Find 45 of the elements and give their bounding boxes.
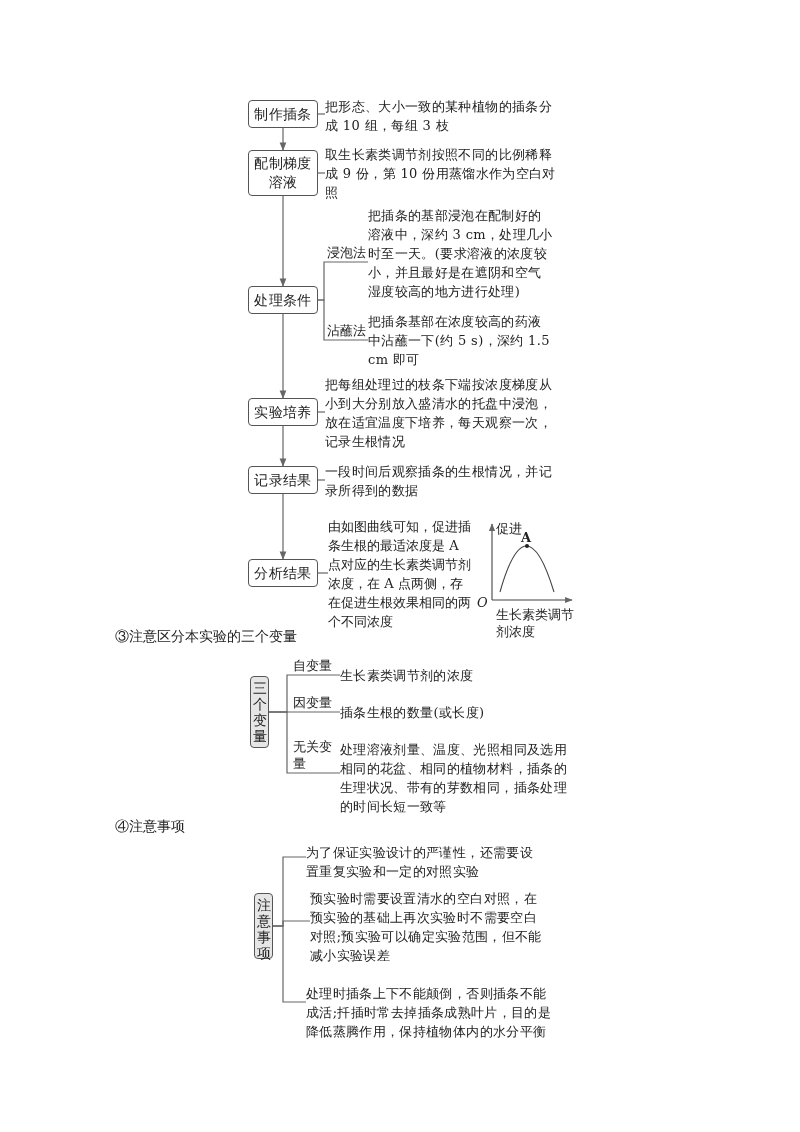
topic-box: 三个变量: [250, 676, 269, 748]
section-heading: ④注意事项: [115, 818, 185, 835]
origin-label: O: [477, 594, 488, 611]
step-description: 取生长素类调节剂按照不同的比例稀释成 9 份，第 10 份用蒸馏水作为空白对照: [325, 145, 557, 202]
step-description: 处理时插条上下不能颠倒，否则插条不能成活;扦插时常去掉插条成熟叶片，目的是降低蒸腾作用，保持植物体内的水分平衡: [306, 984, 558, 1041]
connector-line: [317, 411, 326, 413]
edge-label: 因变量: [293, 694, 332, 711]
section-heading: ③注意区分本实验的三个变量: [115, 628, 297, 645]
step-description: 把形态、大小一致的某种植物的插条分成 10 组，每组 3 枝: [325, 97, 565, 135]
connector-line: [317, 113, 326, 115]
connector-line: [317, 572, 329, 574]
step-box: 制作插条: [248, 100, 318, 128]
axis-label: 促进: [496, 520, 523, 536]
connector-line: [317, 172, 326, 174]
connector-line: [317, 299, 369, 341]
arrow: [279, 195, 287, 287]
arrow: [279, 127, 287, 151]
edge-label: 自变量: [293, 657, 332, 674]
arrow: [279, 313, 287, 399]
connector-line: [317, 479, 326, 481]
connector-line: [268, 711, 341, 774]
step-box: 记录结果: [248, 466, 318, 494]
step-description: 插条生根的数量(或长度): [340, 703, 540, 722]
step-description: 把插条的基部浸泡在配制好的溶液中，深约 3 cm，处理几小时至一天。(要求溶液的浓度较小，并且最好是在遮阴和空气湿度较高的地方进行处理): [368, 206, 553, 301]
step-box: 实验培养: [248, 398, 318, 426]
topic-box: 注意事项: [254, 893, 273, 959]
step-description: 处理溶液剂量、温度、光照相同及选用相同的花盆、相同的植物材料，插条的生理状况、带有的芽数相同，插条处理的时间长短一致等: [340, 740, 575, 816]
step-box: 配制梯度溶液: [248, 150, 318, 196]
step-box: 分析结果: [248, 559, 318, 587]
step-description: 预实验时需要设置清水的空白对照，在预实验的基础上再次实验时不需要空白对照;预实验可以确定实验范围，但不能减小实验误差: [310, 889, 547, 965]
edge-label: 无关变量: [293, 738, 333, 772]
step-description: 把每组处理过的枝条下端按浓度梯度从小到大分别放入盛清水的托盘中浸泡，放在适宜温度下培养，每天观察一次，记录生根情况: [325, 375, 560, 451]
connector-line: [272, 925, 307, 1003]
arrow: [279, 425, 287, 467]
arrow: [279, 493, 287, 560]
axis-label: 生长素类调节剂浓度: [496, 606, 575, 640]
step-description: 为了保证实验设计的严谨性，还需要设置重复实验和一定的对照实验: [306, 843, 546, 881]
point-label: A: [521, 530, 532, 546]
step-box: 处理条件: [248, 286, 318, 314]
step-description: 生长素类调节剂的浓度: [340, 666, 540, 685]
step-description: 由如图曲线可知，促进插条生根的最适浓度是 A 点对应的生长素类调节剂浓度，在 A 点两侧，存在促进生根效果相同的两个不同浓度: [328, 517, 474, 631]
edge-label: 沾蘸法: [327, 322, 366, 339]
step-description: 把插条基部在浓度较高的药液中沾蘸一下(约 5 s)，深约 1.5 cm 即可: [368, 312, 553, 369]
edge-label: 浸泡法: [327, 244, 366, 261]
step-description: 一段时间后观察插条的生根情况，并记录所得到的数据: [325, 462, 565, 500]
